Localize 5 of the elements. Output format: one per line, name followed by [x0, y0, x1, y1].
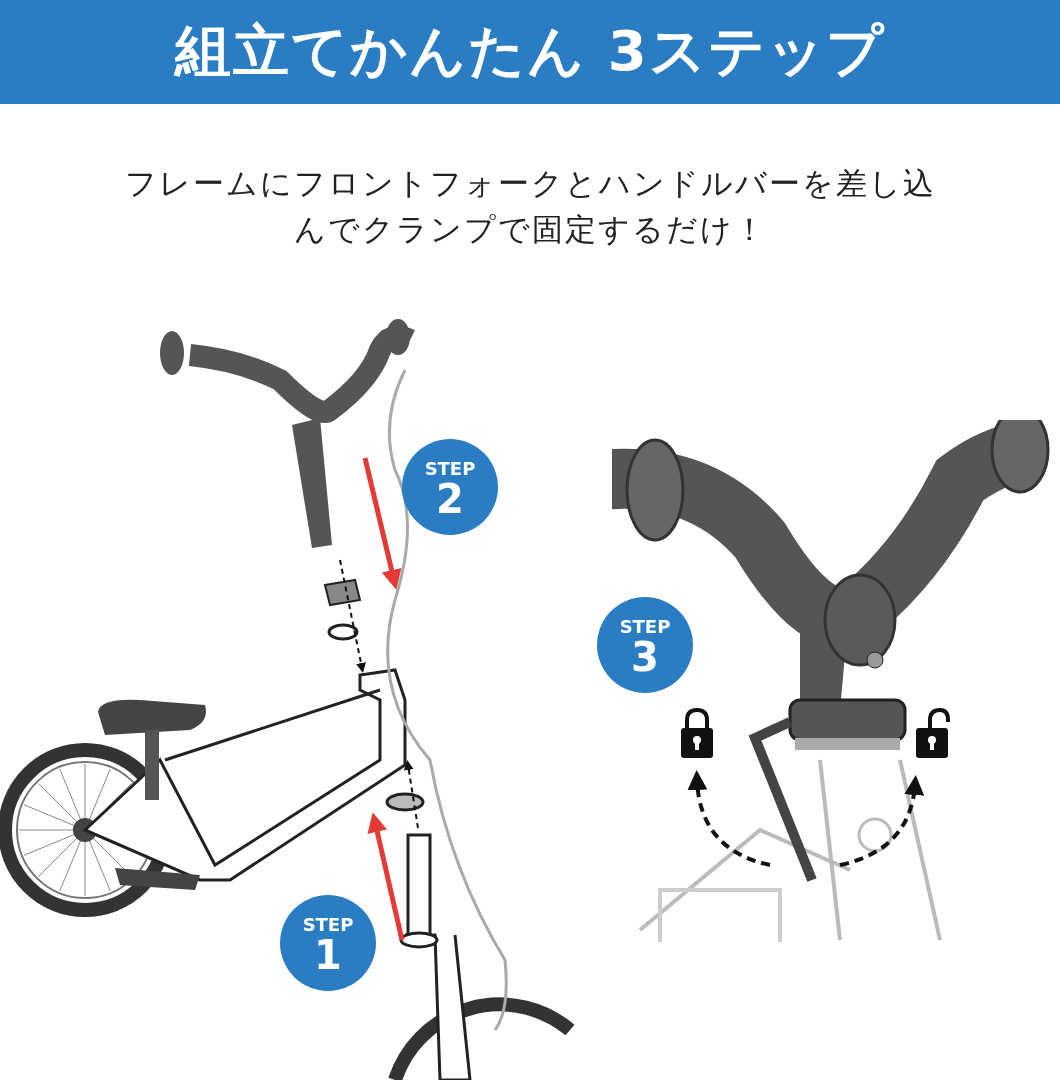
step-badge: STEP 1	[280, 895, 376, 991]
title-banner: 組立てかんたん 3ステップ	[0, 0, 1060, 104]
description-text: フレームにフロントフォークとハンドルバーを差し込んでクランプで固定するだけ！	[123, 164, 937, 249]
step-badge: STEP 3	[597, 597, 693, 693]
step-badge: STEP 2	[402, 439, 498, 535]
